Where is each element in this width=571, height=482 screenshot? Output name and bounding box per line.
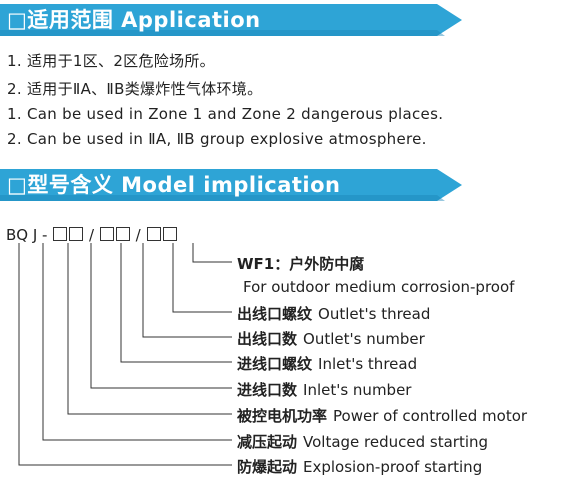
label-outdoor: For outdoor medium corrosion-proof [243, 278, 515, 296]
section-banner-model: □型号含义 Model implication [0, 169, 462, 201]
code-box [69, 227, 84, 241]
code-box [53, 227, 68, 241]
code-box [99, 227, 114, 241]
code-slash: / [89, 226, 95, 244]
application-line-2: 2. 适用于ⅡA、ⅡB类爆炸性气体环境。 [7, 80, 263, 98]
code-box [115, 227, 130, 241]
application-line-4: 2. Can be used in ⅡA, ⅡB group explosive… [7, 130, 427, 148]
section-banner-application: □适用范围 Application [0, 4, 462, 36]
application-line-1: 1. 适用于1区、2区危险场所。 [7, 52, 215, 70]
banner-shape [0, 4, 462, 36]
section-title: □型号含义 Model implication [7, 173, 341, 197]
code-prefix: BQ J - [6, 226, 48, 244]
banner-shape [0, 169, 462, 201]
code-slash: / [135, 226, 141, 244]
code-box [146, 227, 161, 241]
application-line-3: 1. Can be used in Zone 1 and Zone 2 dang… [7, 105, 444, 123]
section-title: □适用范围 Application [7, 8, 261, 32]
label-wf1: WF1：户外防中腐 [237, 255, 365, 273]
code-box [162, 227, 177, 241]
model-code: BQ J - / / [6, 226, 178, 244]
